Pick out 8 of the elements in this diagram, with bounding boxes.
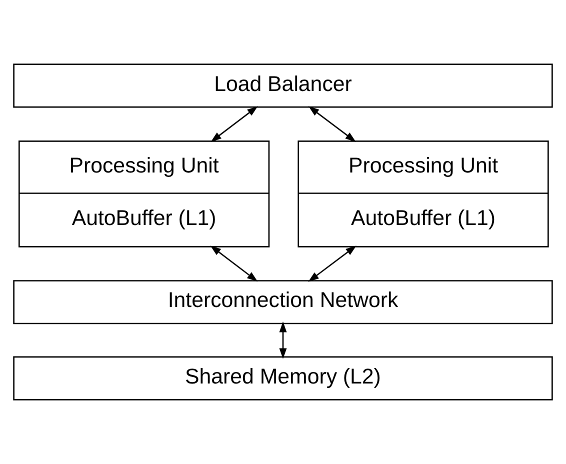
node-box: Load Balancer [13,64,553,108]
node-box: Shared Memory (L2) [13,356,553,400]
arrow [210,106,258,142]
arrow [308,246,356,282]
arrow [279,322,287,359]
node-box: Interconnection Network [13,280,553,324]
arrow [308,106,356,142]
arrow [210,246,258,282]
